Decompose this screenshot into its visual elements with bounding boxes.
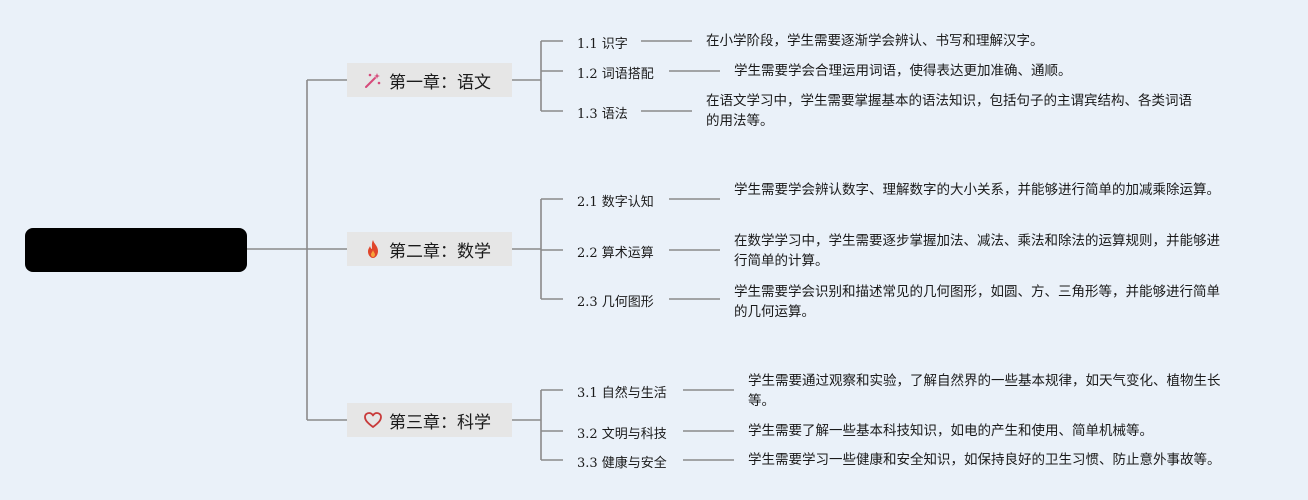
topic-description: 学生需要学会识别和描述常见的几何图形，如圆、方、三角形等，并能够进行简单的几何运… [734,284,1220,320]
topic-label[interactable]: 2.1 数字认知 [577,195,654,210]
topic-description: 学生需要学会合理运用词语，使得表达更加准确、通顺。 [734,63,1072,79]
chapter-label: 第一章：语文 [389,72,491,93]
topic-description: 学生需要学会辨认数字、理解数字的大小关系，并能够进行简单的加减乘除运算。 [734,182,1220,198]
chapter-node-chinese[interactable]: 第一章：语文 [347,63,512,97]
topic-label[interactable]: 3.1 自然与生活 [577,386,667,401]
topic-description: 学生需要了解一些基本科技知识，如电的产生和使用、简单机械等。 [748,423,1153,439]
topic-label[interactable]: 1.2 词语搭配 [577,67,654,82]
chapter-node-math[interactable]: 第二章：数学 [347,232,512,266]
topic-description: 学生需要通过观察和实验，了解自然界的一些基本规律，如天气变化、植物生长等。 [748,373,1221,409]
heart-outline-icon [363,410,383,430]
topic-label[interactable]: 2.2 算术运算 [577,246,654,261]
chapter-label: 第三章：科学 [389,412,491,433]
topic-label[interactable]: 1.3 语法 [577,107,628,122]
topic-description: 在数学学习中，学生需要逐步掌握加法、减法、乘法和除法的运算规则，并能够进行简单的… [734,233,1220,269]
topic-label[interactable]: 1.1 识字 [577,37,628,52]
topic-label[interactable]: 3.2 文明与科技 [577,427,667,442]
topic-description: 学生需要学习一些健康和安全知识，如保持良好的卫生习惯、防止意外事故等。 [748,452,1221,468]
chapter-node-science[interactable]: 第三章：科学 [347,403,512,437]
topic-label[interactable]: 3.3 健康与安全 [577,456,667,471]
topic-label[interactable]: 2.3 几何图形 [577,295,654,310]
fire-icon [363,239,383,259]
sparkle-wand-icon [363,70,383,90]
topic-description: 在小学阶段，学生需要逐渐学会辨认、书写和理解汉字。 [706,33,1044,49]
root-node[interactable] [25,228,247,272]
topic-description: 在语文学习中，学生需要掌握基本的语法知识，包括句子的主谓宾结构、各类词语的用法等… [706,93,1192,129]
chapter-label: 第二章：数学 [389,241,491,262]
